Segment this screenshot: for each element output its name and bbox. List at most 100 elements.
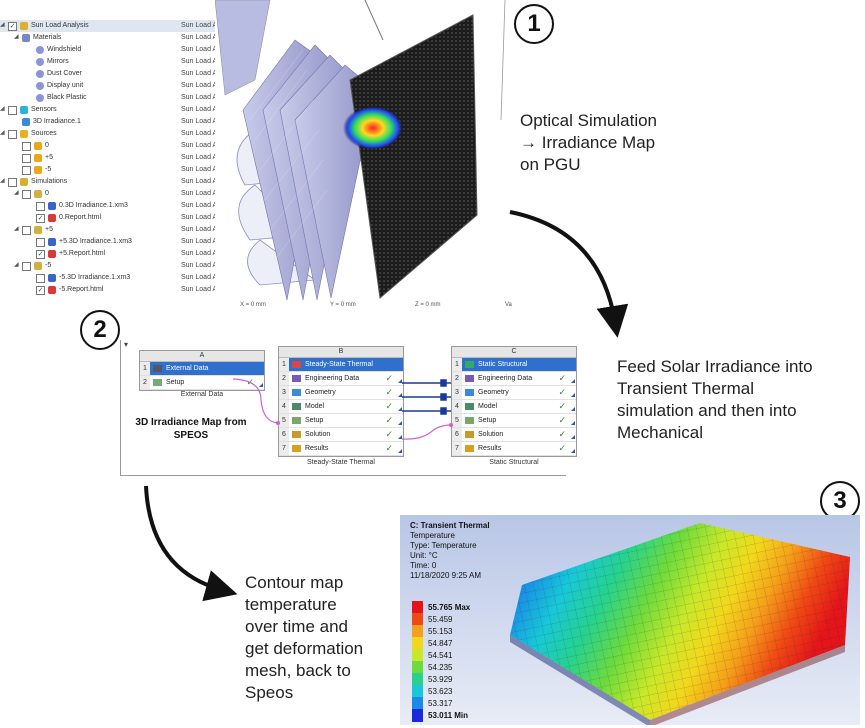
material-icon [36,94,44,102]
status-check-icon: ✓ [385,387,393,397]
optical-3d-viewport[interactable]: X = 0 mm Y = 0 mm Z = 0 mm Va [214,0,520,318]
status-check-icon: ✓ [385,443,393,453]
system-title-row[interactable]: 1 Static Structural [452,358,576,372]
visibility-checkbox[interactable] [22,154,31,163]
visibility-checkbox[interactable] [22,262,31,271]
tree-expander-icon[interactable]: ◢ [14,34,19,40]
irradiance-sensor-icon [22,118,30,126]
visibility-checkbox[interactable]: ✓ [8,22,17,31]
material-icon [36,82,44,90]
visibility-checkbox[interactable] [22,166,31,175]
results-icon [292,445,301,452]
visibility-checkbox[interactable] [22,190,31,199]
step-1-caption: Optical Simulation → Irradiance Map on P… [520,110,657,176]
legend-entry: 53.317 [412,697,512,710]
cell-label: Results [305,445,329,452]
step-2-caption-line: simulation and then into [617,401,797,420]
tree-item[interactable]: ✓ -5.Report.html Sun Load A [0,284,220,296]
schematic-collapse-icon[interactable]: ▾ [124,340,129,349]
simulation-icon [34,190,42,198]
step-1-badge: 1 [514,4,554,44]
system-title: External Data [166,365,209,372]
tree-item-parent-column: Sun Load A [181,46,218,53]
tree-item-parent-column: Sun Load A [181,58,218,65]
tree-expander-icon[interactable]: ◢ [14,190,19,196]
pgu-irradiance-render [214,0,506,301]
tree-expander-icon[interactable]: ◢ [0,106,5,112]
tree-expander-icon[interactable]: ◢ [14,262,19,268]
step-2-badge: 2 [80,310,120,350]
visibility-checkbox[interactable] [36,274,45,283]
tree-expander-icon[interactable]: ◢ [14,226,19,232]
material-icon [36,70,44,78]
visibility-checkbox[interactable] [8,178,17,187]
visibility-checkbox[interactable] [22,226,31,235]
visibility-checkbox[interactable] [22,142,31,151]
tree-item-parent-column: Sun Load A [181,130,218,137]
row-number: 2 [279,372,289,385]
tree-expander-icon[interactable]: ◢ [0,22,5,28]
system-a-external-data[interactable]: A 1 External Data 2 Setup ✓ External Dat… [139,350,265,398]
visibility-checkbox[interactable]: ✓ [36,250,45,259]
system-title-row[interactable]: 1 Steady-State Thermal [279,358,403,372]
visibility-checkbox[interactable] [8,106,17,115]
tree-expander-icon[interactable]: ◢ [0,130,5,136]
visibility-checkbox[interactable] [36,202,45,211]
tree-item-label: +5 [45,154,53,161]
materials-icon [22,34,30,42]
visibility-checkbox[interactable] [36,238,45,247]
workbench-project-schematic[interactable]: ▾ A 1 External Data 2 Setup ✓ External D… [120,340,577,476]
visibility-checkbox[interactable]: ✓ [36,214,45,223]
cell-label: Model [305,403,325,410]
system-column-letter: A [140,351,264,362]
mechanical-results-viewport[interactable]: C: Transient Thermal Temperature Type: T… [400,515,860,725]
xm3-file-icon [48,202,56,210]
visibility-checkbox[interactable]: ✓ [36,286,45,295]
system-title-row[interactable]: 1 External Data [140,362,264,376]
tree-item-label: -5.Report.html [59,286,104,293]
tree-expander-icon[interactable]: ◢ [0,178,5,184]
tree-item-parent-column: Sun Load A [181,286,218,293]
step-1-caption-line: on PGU [520,155,581,174]
step-1-caption-line: → Irradiance Map [520,133,656,152]
visibility-checkbox[interactable] [8,130,17,139]
legend-value: 53.623 [428,687,453,696]
simulations-icon [20,178,28,186]
